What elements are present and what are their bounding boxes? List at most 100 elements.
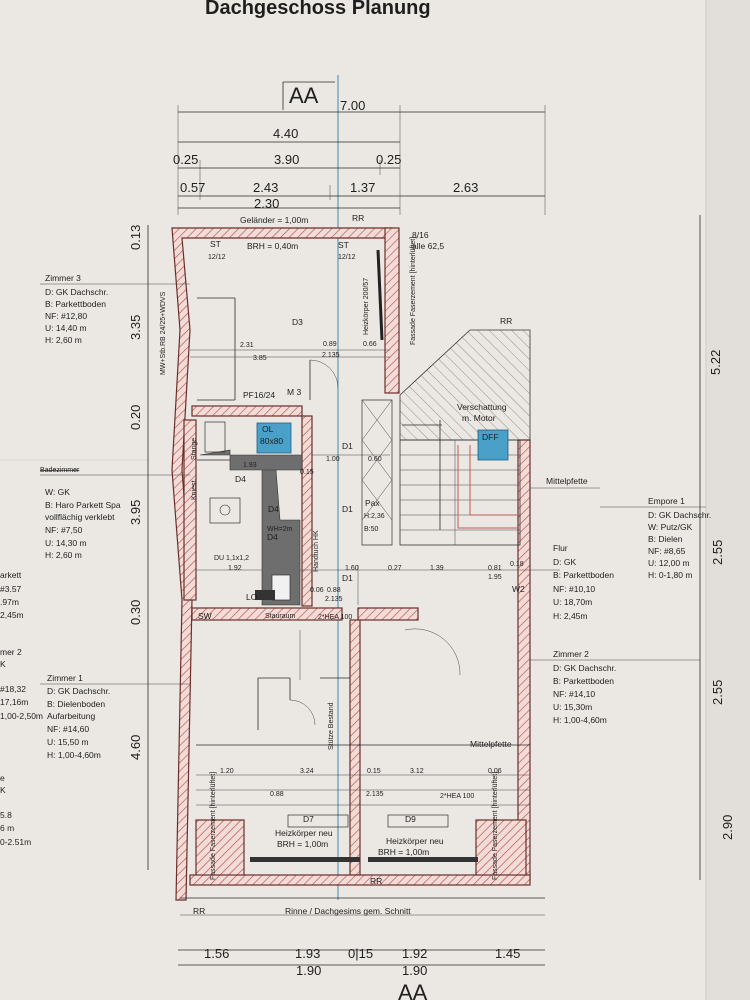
- fragment: 0-2.51m: [0, 837, 31, 847]
- room-perimeter: U: 14,30 m: [45, 538, 87, 548]
- room-height: H: 1,00-4,60m: [47, 750, 101, 760]
- room-name: Zimmer 3: [45, 273, 81, 283]
- fragment: e: [0, 773, 5, 783]
- plan-title: Dachgeschoss Planung: [205, 0, 431, 19]
- room-flur: Flur D: GK B: Parkettboden NF: #10,10 U:…: [553, 543, 614, 621]
- wall-spec: MW+Stb.RB 24/25+WDVS: [160, 291, 167, 375]
- left-edge-fragments: arkett #3.57 .97m 2,45m mer 2 K #18,32 1…: [0, 570, 43, 847]
- room-name: Flur: [553, 543, 568, 553]
- stair-spec: 8/16: [412, 230, 429, 240]
- room-ceiling: D: GK Dachschr.: [648, 510, 711, 520]
- d3-label: D3: [292, 317, 303, 327]
- st-right: ST: [338, 240, 349, 250]
- room-perimeter: U: 15,50 m: [47, 737, 89, 747]
- d1-mid: D1: [342, 504, 353, 514]
- stange-label: Stange: [191, 438, 198, 460]
- fragment: #18,32: [0, 684, 26, 694]
- room-area: NF: #12,80: [45, 311, 87, 321]
- fragment: .97m: [0, 597, 19, 607]
- dim-1-13: 1.92: [228, 565, 242, 572]
- ol-label: OL: [262, 424, 274, 434]
- room-perimeter: U: 15,30m: [553, 702, 592, 712]
- room-zimmer2: Zimmer 2 D: GK Dachschr. B: Parkettboden…: [530, 649, 700, 725]
- towel-heater: Handtuch HK: [313, 530, 320, 572]
- room-name: Empore 1: [648, 496, 685, 506]
- d7-label: D7: [303, 814, 314, 824]
- facade-label-right: Fassade Faserzement [hinterlüftet]: [492, 772, 499, 880]
- room-floor: B: Dielen: [648, 534, 683, 544]
- fragment: K: [0, 785, 6, 795]
- room-floor-note: Aufarbeitung: [47, 711, 95, 721]
- dim-0-18: 0.18: [510, 561, 524, 568]
- dim-3-90: 3.90: [274, 152, 299, 167]
- dim-1-37: 1.37: [350, 180, 375, 195]
- fragment: arkett: [0, 570, 22, 580]
- pax-height: H:2,36: [364, 513, 385, 520]
- dim-2-31: 2.31: [240, 342, 254, 349]
- top-dimensions: 7.00 4.40 0.25 3.90 0.25 0.57 2.43 1.37 …: [173, 98, 546, 215]
- section-marker-bottom: AA: [398, 980, 428, 1000]
- d4-mid: D4: [268, 504, 279, 514]
- room-floor: B: Parkettboden: [553, 570, 614, 580]
- room-perimeter: U: 12,00 m: [648, 558, 690, 568]
- dim-0-66: 0.66: [363, 341, 377, 348]
- room-area: NF: #14,60: [47, 724, 89, 734]
- room-height: H: 2,60 m: [45, 335, 82, 345]
- support-label: Stütze Bestand: [328, 702, 335, 750]
- dff-label: DFF: [482, 432, 499, 442]
- room-ceiling: D: GK Dachschr.: [45, 287, 108, 297]
- radiator-label: Heizkörper 200/57: [363, 278, 370, 335]
- radiator-new-right: Heizkörper neu: [386, 836, 444, 846]
- hea-label: 2*HEA 100: [318, 614, 352, 621]
- sw-label: SW: [198, 611, 212, 621]
- room-perimeter: U: 14,40 m: [45, 323, 87, 333]
- dim-4-40: 4.40: [273, 126, 298, 141]
- room-height: H: 0-1,80 m: [648, 570, 692, 580]
- skylight-dff: [477, 429, 509, 461]
- st-right-val: 12/12: [338, 254, 356, 261]
- dim-2-63: 2.63: [453, 180, 478, 195]
- left-dimensions: 0.13 3.35 0.20 3.95 0.30 4.60 MW+Stb.RB …: [128, 225, 167, 870]
- wh-label: WH=2m: [267, 526, 293, 533]
- mittelpfette-lower: Mittelpfette: [470, 739, 512, 749]
- dim-1-56: 1.56: [204, 946, 229, 961]
- dim-2-04: 1.93: [243, 462, 257, 469]
- room-wall: W: GK: [45, 487, 70, 497]
- dim-0-30: 0.30: [128, 600, 143, 625]
- room-floor: B: Parkettboden: [553, 676, 614, 686]
- dim-0-88: 0.88: [327, 587, 341, 594]
- rr-bottom-left: RR: [193, 906, 205, 916]
- dim-2-55-upper: 2.55: [710, 540, 725, 565]
- fragment: K: [0, 659, 6, 669]
- room-floor: B: Haro Parkett Spa: [45, 500, 121, 510]
- room-perimeter: U: 18,70m: [553, 597, 592, 607]
- shower-label: DU 1,1x1,2: [214, 555, 249, 562]
- dim-0-25-left: 0.25: [173, 152, 198, 167]
- room-name: Badezimmer: [40, 467, 80, 474]
- room-wall: W: Putz/GK: [648, 522, 693, 532]
- fragment: mer 2: [0, 647, 22, 657]
- fragment: 2,45m: [0, 610, 24, 620]
- dim-0-13: 0.13: [128, 225, 143, 250]
- room-height: H: 1,00-4,60m: [553, 715, 607, 725]
- w2-label: W2: [512, 584, 525, 594]
- dim-0-06: 0.06: [310, 587, 324, 594]
- room-floor: B: Parkettboden: [45, 299, 106, 309]
- dim-1-92: 1.92: [402, 946, 427, 961]
- pax-width: B:50: [364, 526, 379, 533]
- room-floor-note: vollflächig verklebt: [45, 512, 115, 522]
- fragment: 1,00-2,50m: [0, 711, 43, 721]
- mittelpfette-top: Mittelpfette: [546, 476, 588, 486]
- room-floor: B: Dielenboden: [47, 699, 105, 709]
- rr-bottom-center: RR: [370, 876, 382, 886]
- room-ceiling: D: GK Dachschr.: [553, 663, 616, 673]
- d9-label: D9: [405, 814, 416, 824]
- room-zimmer3: Zimmer 3 D: GK Dachschr. B: Parkettboden…: [40, 273, 190, 345]
- dim-0-15: 0|15: [348, 946, 373, 961]
- motor-label: m. Motor: [462, 413, 496, 423]
- pf-label: PF16/24: [243, 390, 275, 400]
- dim-2-135-lower: 2.135: [325, 596, 343, 603]
- section-marker-top: AA: [289, 83, 319, 108]
